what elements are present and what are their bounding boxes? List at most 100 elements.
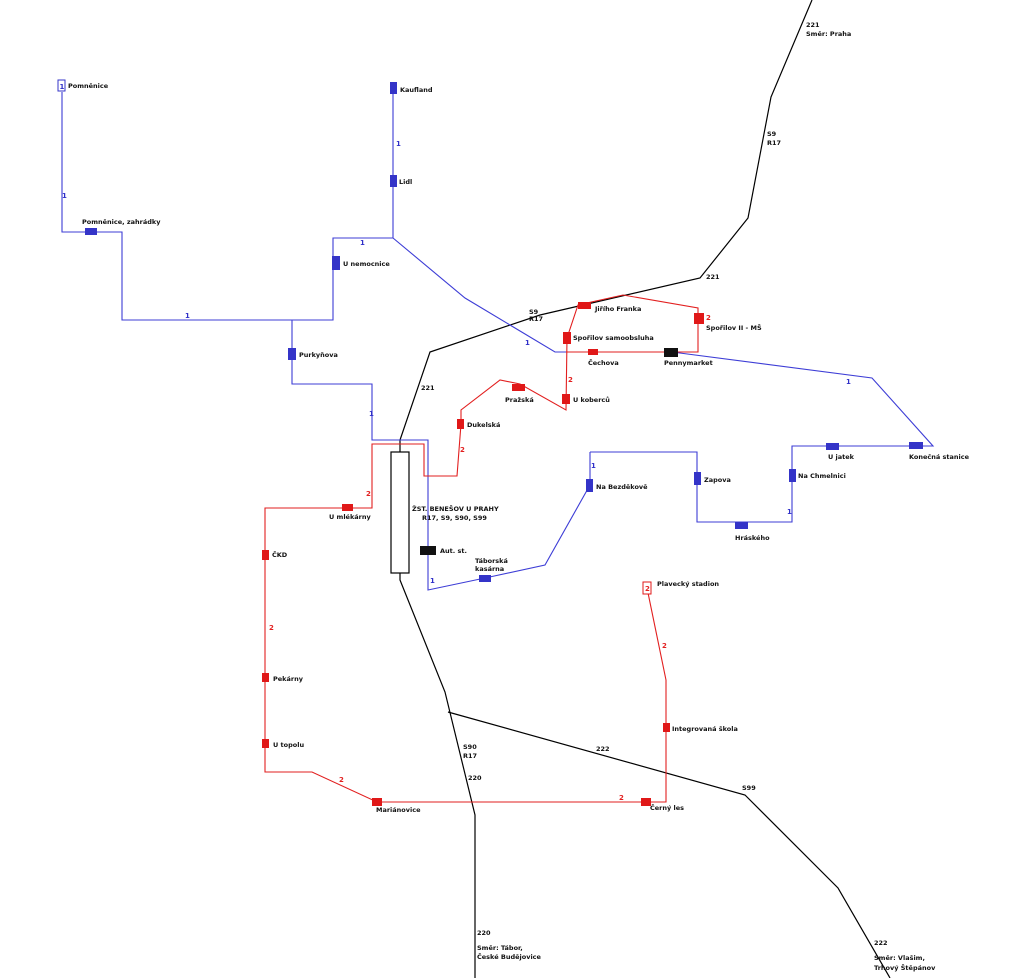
stop-label-sporilov-samoobsluha: Spořilov samoobsluha bbox=[573, 334, 654, 342]
stop-label-u-topolu: U topolu bbox=[273, 741, 304, 749]
stop-marker-sporilov-samoobsluha[interactable] bbox=[563, 332, 571, 344]
stop-marker-lidl[interactable] bbox=[390, 175, 397, 187]
stop-marker-prazska[interactable] bbox=[512, 384, 525, 391]
stop-label-plavecky-stadion: Plavecký stadion bbox=[657, 579, 719, 588]
stop-label-u-nemocnice: U nemocnice bbox=[343, 260, 390, 268]
stop-label-lidl: Lidl bbox=[399, 178, 412, 186]
stop-label-pekarny: Pekárny bbox=[273, 675, 304, 683]
stop-marker-dukelska[interactable] bbox=[457, 419, 464, 429]
stop-label-kaufland: Kaufland bbox=[400, 86, 433, 94]
stop-label-cechova: Čechova bbox=[588, 358, 619, 367]
stop-label-cerny-les: Černý les bbox=[650, 803, 684, 812]
line-2-number-label: 2 bbox=[460, 446, 465, 454]
line-number-labels: 1 1 1 1 1 1 1 1 1 1 2 2 2 2 2 2 2 2 bbox=[62, 140, 851, 802]
stop-marker-pomnenice-zahradky[interactable] bbox=[85, 228, 97, 235]
terminal-marker-line-2[interactable] bbox=[642, 581, 652, 595]
line-1-number-label: 1 bbox=[787, 508, 792, 516]
stop-label-marianovice: Mariánovice bbox=[376, 806, 421, 814]
stop-marker-u-topolu[interactable] bbox=[262, 739, 269, 748]
stop-marker-jiriho-franka[interactable] bbox=[578, 302, 591, 309]
stop-marker-integrovana-skola[interactable] bbox=[663, 723, 670, 732]
rail-label-ceske-budejovice: České Budějovice bbox=[477, 952, 542, 961]
stop-marker-zapova[interactable] bbox=[694, 472, 701, 485]
rail-label-smer-praha: Směr: Praha bbox=[806, 30, 851, 38]
stop-marker-na-bezdekove[interactable] bbox=[586, 479, 593, 492]
stop-label-integrovana-skola: Integrovaná škola bbox=[672, 725, 738, 733]
stop-marker-na-chmelnici[interactable] bbox=[789, 469, 796, 482]
line-1-route-purkynova bbox=[291, 320, 591, 591]
stop-label-aut-st: Aut. st. bbox=[440, 547, 467, 555]
line-1-number-label: 1 bbox=[360, 239, 365, 247]
rail-line-221-praha bbox=[399, 0, 813, 978]
stop-label-pomnenice-zahradky: Pomněnice, zahrádky bbox=[82, 218, 161, 226]
line-1-route-pomnenice bbox=[61, 92, 393, 321]
stop-label-na-bezdekove: Na Bezděkově bbox=[596, 483, 648, 491]
station-name: ŽST. BENEŠOV U PRAHY bbox=[412, 504, 499, 513]
stop-marker-konecna-stanice[interactable] bbox=[909, 442, 923, 449]
line-1-number-label: 1 bbox=[591, 462, 596, 470]
stop-marker-u-jatek[interactable] bbox=[826, 443, 839, 450]
line-1-number-label: 1 bbox=[62, 192, 67, 200]
line-2-number-label: 2 bbox=[619, 794, 624, 802]
stop-label-zapova: Zapova bbox=[704, 476, 731, 484]
line-1-number-label: 1 bbox=[369, 410, 374, 418]
stop-marker-purkynova[interactable] bbox=[288, 348, 296, 360]
rail-label-trhovy-stepanov: Trhový Štěpánov bbox=[874, 963, 936, 972]
stop-marker-pekarny[interactable] bbox=[262, 673, 269, 682]
stop-marker-pennymarket[interactable] bbox=[664, 348, 678, 357]
line-2-number-label: 2 bbox=[366, 490, 371, 498]
rail-label-r17: R17 bbox=[767, 139, 781, 147]
rail-label-222-vlasim: 222 bbox=[874, 939, 888, 947]
stop-label-purkynova: Purkyňova bbox=[299, 351, 338, 359]
terminal-marker-line-1[interactable] bbox=[57, 79, 66, 92]
rail-label-221-praha: 221 bbox=[806, 21, 820, 29]
stop-marker-hraskeho[interactable] bbox=[735, 522, 748, 529]
rail-label-s9-b: S9 bbox=[529, 308, 539, 316]
line-1-number-label: 1 bbox=[525, 339, 530, 347]
stop-label-ckd: ČKD bbox=[272, 550, 288, 559]
stop-label-jiriho-franka: Jiřího Franka bbox=[594, 305, 641, 313]
stop-marker-sporilov-ii-ms[interactable] bbox=[694, 313, 704, 324]
railway-station-box[interactable] bbox=[390, 451, 410, 574]
stop-marker-u-kobercu[interactable] bbox=[562, 394, 570, 404]
line-1-number-label: 1 bbox=[185, 312, 190, 320]
stop-marker-marianovice[interactable] bbox=[372, 798, 382, 806]
stop-label-pennymarket: Pennymarket bbox=[664, 359, 713, 367]
rail-label-s9: S9 bbox=[767, 130, 777, 138]
line-1-number-label: 1 bbox=[846, 378, 851, 386]
stop-marker-taborska-kasarna[interactable] bbox=[479, 575, 491, 582]
stop-markers bbox=[85, 82, 923, 806]
line-2-route-north bbox=[348, 294, 699, 509]
stop-marker-ckd[interactable] bbox=[262, 550, 269, 560]
stop-label-hraskeho: Hráského bbox=[735, 534, 770, 542]
station-lines: R17, S9, S90, S99 bbox=[422, 514, 487, 522]
railway-lines bbox=[399, 0, 891, 978]
rail-label-s99: S99 bbox=[742, 784, 756, 792]
stop-marker-aut-st[interactable] bbox=[420, 546, 436, 555]
rail-label-221: 221 bbox=[706, 273, 720, 281]
stop-label-konecna-stanice: Konečná stanice bbox=[909, 453, 970, 461]
stop-marker-cechova[interactable] bbox=[588, 349, 598, 355]
stop-marker-u-nemocnice[interactable] bbox=[332, 256, 340, 270]
stop-label-kasarna: kasárna bbox=[475, 565, 504, 573]
bus-line-2 bbox=[264, 294, 699, 803]
terminal-label-line-1: 1 bbox=[60, 83, 65, 91]
stop-label-u-kobercu: U koberců bbox=[573, 395, 610, 404]
stop-label-prazska: Pražská bbox=[505, 396, 534, 404]
stop-marker-kaufland[interactable] bbox=[390, 82, 397, 94]
stop-label-dukelska: Dukelská bbox=[467, 421, 500, 429]
rail-label-220: 220 bbox=[468, 774, 482, 782]
terminal-label-line-2: 2 bbox=[645, 585, 650, 593]
rail-label-r17-c: R17 bbox=[463, 752, 477, 760]
rail-label-222: 222 bbox=[596, 745, 610, 753]
bus-line-1 bbox=[61, 88, 935, 591]
stop-label-pomnenice: Pomněnice bbox=[68, 82, 109, 90]
stop-marker-cerny-les[interactable] bbox=[641, 798, 651, 806]
stop-marker-u-mlekarny[interactable] bbox=[342, 504, 353, 511]
line-2-number-label: 2 bbox=[662, 642, 667, 650]
rail-line-222-vlasim bbox=[447, 711, 891, 978]
stop-label-u-mlekarny: U mlékárny bbox=[329, 513, 371, 521]
line-2-number-label: 2 bbox=[706, 314, 711, 322]
